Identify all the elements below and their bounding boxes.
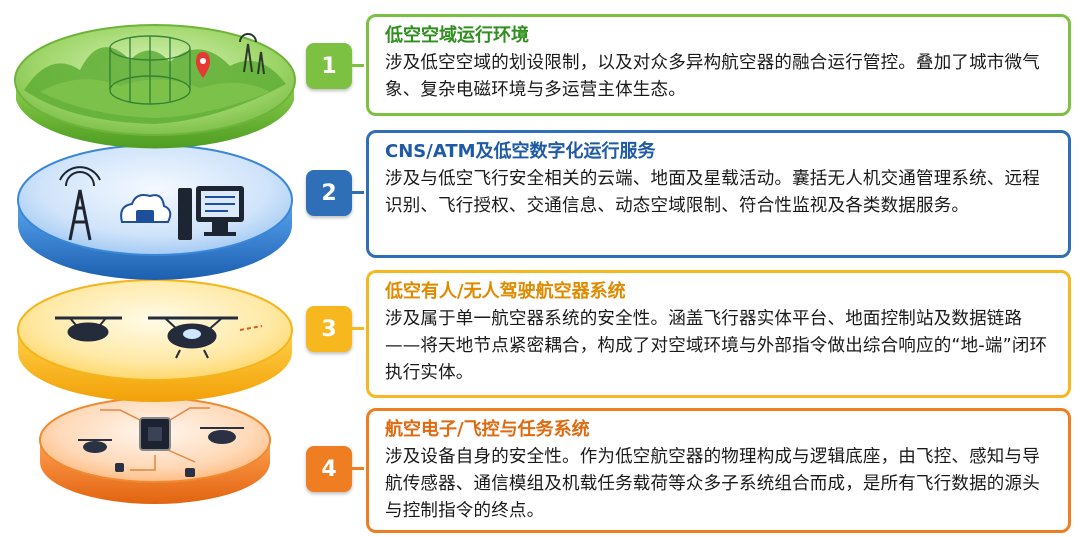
disc-layer-4 (39, 390, 271, 504)
disc-layer-1 (14, 24, 296, 149)
connector-line (352, 467, 364, 470)
disc-layer-3 (17, 279, 293, 402)
layer-description: 涉及与低空飞行安全相关的云端、地面及星载活动。囊括无人机交通管理系统、远程识别、… (385, 169, 1040, 216)
layer-number-badge: 3 (306, 306, 352, 352)
layer-number-badge: 2 (306, 170, 352, 216)
layer-card: 航空电子/飞控与任务系统 涉及设备自身的安全性。作为低空航空器的物理构成与逻辑底… (366, 408, 1071, 533)
layer-number-badge: 4 (306, 446, 352, 492)
layer-card: 低空有人/无人驾驶航空器系统 涉及属于单一航空器系统的安全性。涵盖飞行器实体平台… (366, 270, 1071, 398)
layer-title: 低空有人/无人驾驶航空器系统 (385, 281, 626, 302)
disc-layer-2 (17, 144, 293, 280)
layer-description: 涉及设备自身的安全性。作为低空航空器的物理构成与逻辑底座，由飞控、感知与导航传感… (385, 447, 1040, 521)
layer-description: 涉及属于单一航空器系统的安全性。涵盖飞行器实体平台、地面控制站及数据链路——将天… (385, 309, 1048, 383)
layer-card: CNS/ATM及低空数字化运行服务 涉及与低空飞行安全相关的云端、地面及星载活动… (366, 130, 1071, 258)
layer-title: CNS/ATM及低空数字化运行服务 (385, 141, 656, 162)
connector-line (352, 191, 364, 194)
layer-title: 航空电子/飞控与任务系统 (385, 419, 590, 440)
layer-description: 涉及低空空域的划设限制，以及对众多异构航空器的融合运行管控。叠加了城市微气象、复… (385, 53, 1040, 100)
layer-card: 低空空域运行环境 涉及低空空域的划设限制，以及对众多异构航空器的融合运行管控。叠… (366, 14, 1071, 116)
layer-title: 低空空域运行环境 (385, 25, 529, 46)
layer-number-badge: 1 (306, 43, 352, 89)
connector-line (352, 64, 364, 67)
layer-stack-illustration (14, 24, 296, 504)
connector-line (352, 327, 364, 330)
